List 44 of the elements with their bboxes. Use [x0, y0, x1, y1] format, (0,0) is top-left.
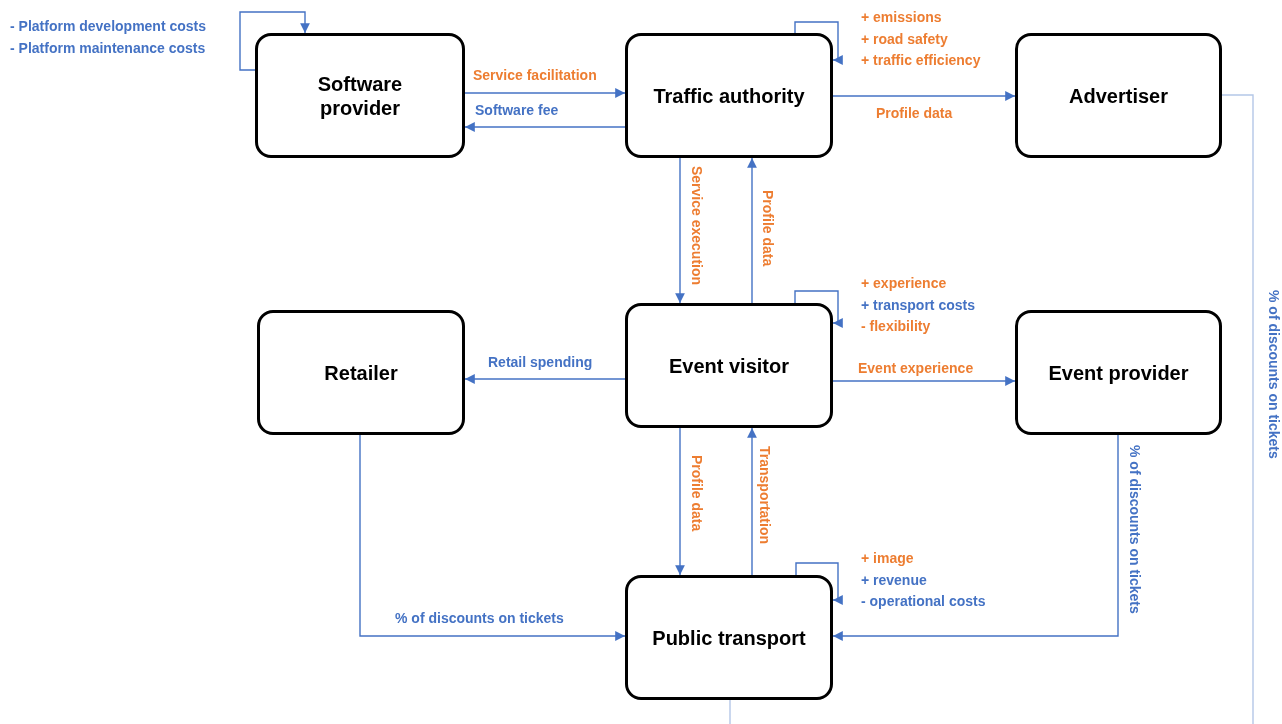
process-box	[1015, 33, 1222, 158]
node-label: Event visitor	[668, 353, 789, 378]
node-label: Software provider	[316, 71, 404, 120]
node-label: Advertiser	[1069, 83, 1168, 108]
effect-note: + image	[861, 551, 914, 565]
edge-label: Retail spending	[488, 355, 593, 371]
arrow	[794, 290, 843, 328]
arrow	[794, 21, 843, 65]
effect-note: - flexibility	[861, 319, 931, 333]
arrow	[464, 374, 626, 384]
edge-label: Profile data	[689, 455, 705, 532]
effect-note: - operational costs	[861, 594, 986, 608]
effect-note: + experience	[861, 276, 947, 290]
effect-note: + traffic efficiency	[861, 53, 981, 67]
edge-label: Event experience	[858, 361, 974, 377]
process-box	[1015, 310, 1222, 435]
arrow	[795, 562, 843, 605]
arrow	[239, 11, 310, 71]
arrow	[832, 376, 1016, 386]
arrow	[832, 434, 1119, 641]
effect-note: - Platform maintenance costs	[10, 40, 206, 55]
arrow	[464, 88, 626, 98]
arrow	[359, 434, 626, 641]
edge-label: Transportation	[757, 446, 773, 544]
node-label: Traffic authority	[653, 83, 805, 108]
process-box	[257, 310, 465, 435]
edge-label: Service execution	[689, 166, 705, 286]
arrow	[747, 427, 757, 576]
effect-note: - Platform development costs	[10, 19, 207, 33]
effect-note: + road safety	[861, 31, 948, 46]
arrow	[464, 122, 626, 132]
effect-note: + emissions	[861, 10, 942, 24]
arrow	[675, 427, 685, 576]
arrow	[832, 91, 1016, 101]
node-label: Event provider	[1048, 360, 1189, 385]
arrow	[675, 157, 685, 304]
effect-note: + transport costs	[861, 297, 975, 312]
node-label: Public transport	[652, 625, 806, 650]
edge-label: % of discounts on tickets	[1266, 290, 1282, 459]
node-label: Retailer	[324, 360, 398, 385]
arrow	[747, 157, 757, 304]
edge-label: Profile data	[760, 190, 776, 267]
edge-label: % of discounts on tickets	[1127, 445, 1143, 614]
effect-note: + revenue	[861, 572, 927, 587]
